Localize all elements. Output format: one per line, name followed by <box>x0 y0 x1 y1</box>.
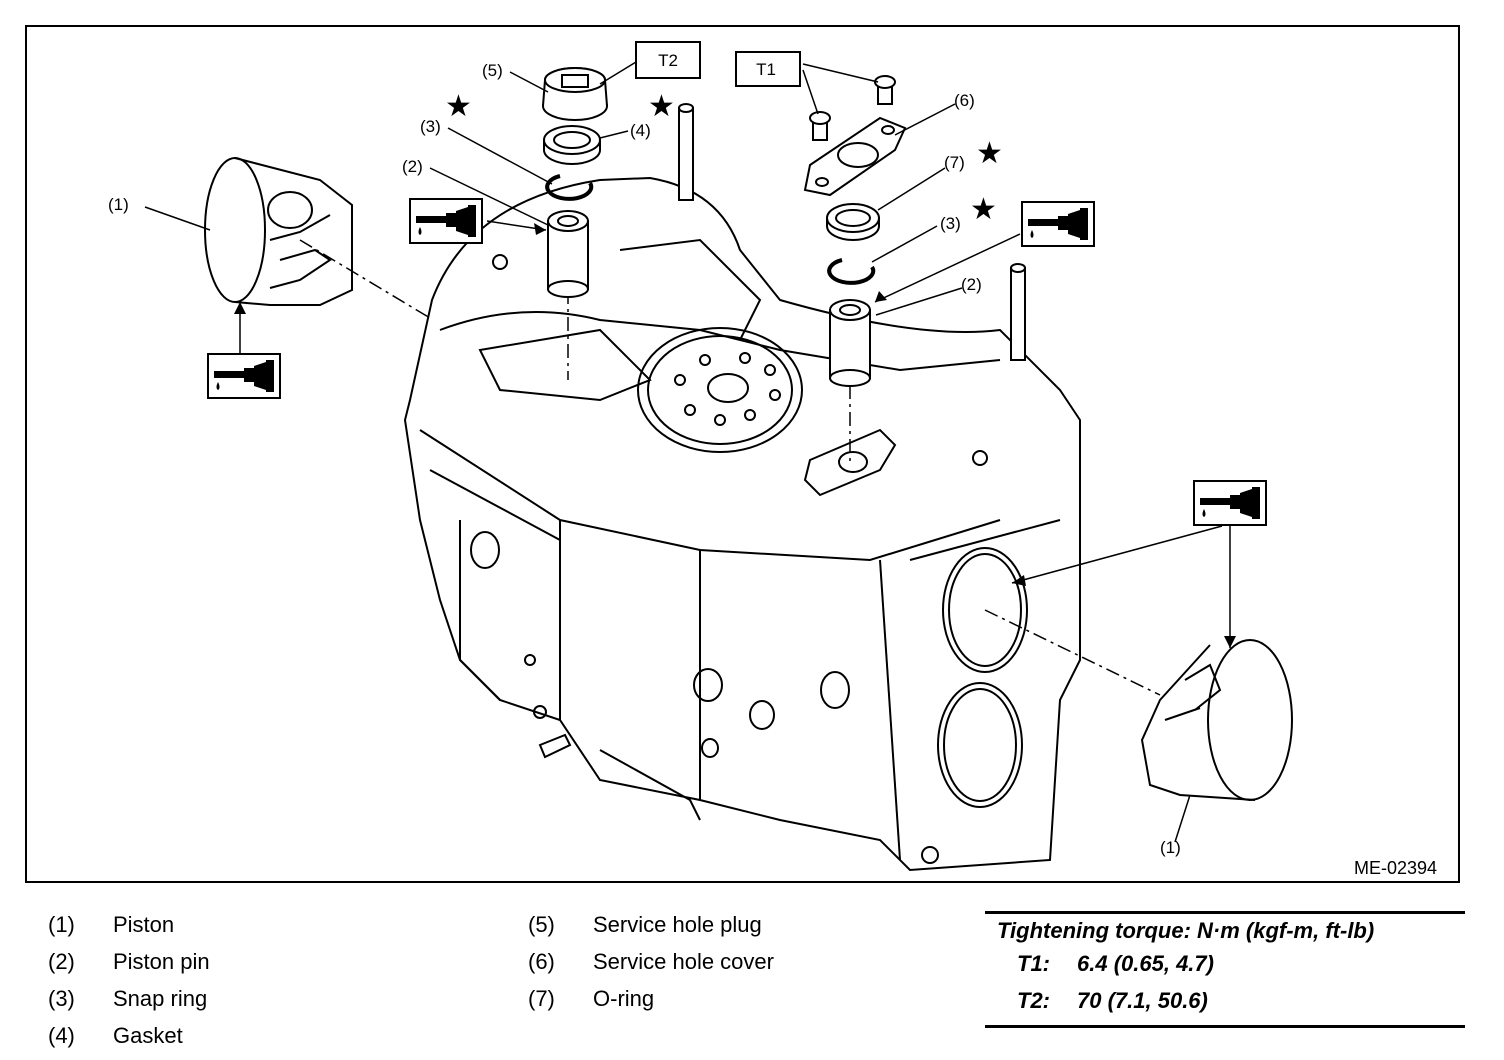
legend-column-2: (5) Service hole plug (6) Service hole cov… <box>528 912 774 1023</box>
legend-label: Piston pin <box>113 949 210 974</box>
legend-item: (5) Service hole plug <box>528 912 774 949</box>
legend-item: (6) Service hole cover <box>528 949 774 986</box>
piston-pin-right <box>829 299 871 387</box>
piston-left <box>204 157 353 306</box>
torque-code: T1: <box>1017 951 1050 976</box>
legend-label: Gasket <box>113 1023 183 1048</box>
callout-snap-left: (3) <box>420 117 441 136</box>
torque-value: 70 (7.1, 50.6) <box>1077 988 1208 1013</box>
cover-bolts <box>809 75 896 141</box>
legend-label: Service hole cover <box>593 949 774 974</box>
legend-item: (4) Gasket <box>48 1023 210 1060</box>
legend-number: (2) <box>48 949 75 974</box>
callout-pin-left: (2) <box>402 157 423 176</box>
figure-id: ME-02394 <box>1354 858 1437 878</box>
star-icon: ★ <box>970 192 997 227</box>
callout-plug: (5) <box>482 61 503 80</box>
legend-label: O-ring <box>593 986 655 1011</box>
legend-label: Snap ring <box>113 986 208 1011</box>
piston-right <box>1140 639 1293 801</box>
snap-ring-left <box>545 174 594 201</box>
oil-can-icon <box>207 353 281 399</box>
torque-table: Tightening torque: N·m (kgf-m, ft-lb) T1… <box>985 911 1465 1028</box>
t1-box <box>735 51 801 87</box>
callout-piston-left: (1) <box>108 195 129 214</box>
legend-number: (6) <box>528 949 555 974</box>
callout-pin-right: (2) <box>961 275 982 294</box>
star-icon: ★ <box>445 89 472 124</box>
legend-label: Service hole plug <box>593 912 762 937</box>
legend-column-1: (1) Piston (2) Piston pin (3) Snap ring (4)… <box>48 912 210 1060</box>
center-lines <box>299 239 1161 696</box>
exploded-diagram: T2 T1 (1) (5) (3) (2) (4) (6) (7) (3) (2… <box>25 25 1460 883</box>
torque-row: T1: 6.4 (0.65, 4.7) <box>985 951 1465 988</box>
star-icon: ★ <box>976 136 1003 171</box>
legend-item: (1) Piston <box>48 912 210 949</box>
o-ring <box>826 203 880 241</box>
legend-number: (7) <box>528 986 555 1011</box>
leader-lines <box>144 61 1231 843</box>
cover-seat <box>803 428 897 497</box>
legend-number: (4) <box>48 1023 75 1048</box>
legend-number: (3) <box>48 986 75 1011</box>
arrowheads <box>234 223 1236 648</box>
torque-value: 6.4 (0.65, 4.7) <box>1077 951 1214 976</box>
service-hole-plug <box>542 67 608 121</box>
torque-code: T2: <box>1017 988 1050 1013</box>
t2-box <box>635 41 701 79</box>
torque-row: T2: 70 (7.1, 50.6) <box>985 988 1465 1025</box>
star-icon: ★ <box>648 89 675 124</box>
piston-pin-left <box>547 210 589 298</box>
oil-can-icon <box>409 198 483 244</box>
cylinder-bores <box>937 547 1028 808</box>
oil-can-icon <box>1193 480 1267 526</box>
legend-number: (5) <box>528 912 555 937</box>
engine-block <box>403 176 1081 872</box>
callout-piston-right: (1) <box>1160 838 1181 857</box>
t2-label: T2 <box>658 51 678 70</box>
legend-item: (7) O-ring <box>528 986 774 1023</box>
callout-oring: (7) <box>944 153 965 172</box>
torque-title: Tightening torque: N·m (kgf-m, ft-lb) <box>997 918 1375 943</box>
callout-snap-right: (3) <box>940 214 961 233</box>
block-bosses <box>470 254 988 864</box>
flywheel <box>637 327 803 453</box>
oil-can-icon <box>1021 201 1095 247</box>
diagram-drawing: T2 T1 (1) (5) (3) (2) (4) (6) (7) (3) (2… <box>108 41 1437 878</box>
t1-label: T1 <box>756 60 776 79</box>
callout-cover: (6) <box>954 91 975 110</box>
dowel-pins <box>678 103 1026 361</box>
legend-item: (3) Snap ring <box>48 986 210 1023</box>
gasket <box>543 125 601 165</box>
legend-number: (1) <box>48 912 75 937</box>
callout-gasket: (4) <box>630 121 651 140</box>
legend-label: Piston <box>113 912 175 937</box>
service-hole-cover <box>803 116 907 197</box>
legend-item: (2) Piston pin <box>48 949 210 986</box>
snap-ring-right <box>827 258 876 285</box>
